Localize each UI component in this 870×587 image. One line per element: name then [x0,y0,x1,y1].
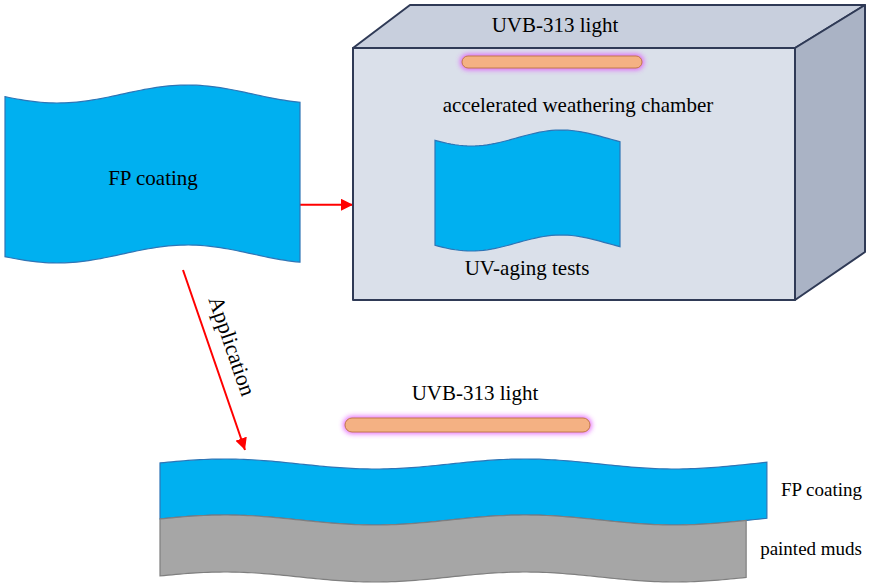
node-label: painted muds [760,538,862,560]
layer-band: FP coating [160,450,866,525]
node-outline [160,450,866,525]
top-face [353,5,865,48]
arrow-connector [300,204,353,206]
lamp-tube [345,418,590,432]
side-face [795,5,865,300]
front-face [353,48,795,300]
node-label: FP coating [108,166,198,190]
lamp-label: UVB-313 light [412,381,539,405]
wave-outline [435,130,620,251]
node-label: accelerated weathering chamber [443,93,714,117]
wave-outline [5,85,300,263]
coating-sample: UV-aging tests [435,128,620,288]
chamber-box: UVB-313 light accelerated weathering cham… [350,2,868,302]
node-label: FP coating [781,479,862,501]
lamp-tube [462,56,642,68]
node-label: UV-aging tests [465,256,590,280]
coating-sample: FP coating [5,82,300,268]
lamp-glow [343,416,592,434]
wave-outline [160,459,767,525]
edge-label: Application [203,293,261,399]
wave-outline [160,515,746,582]
node-label: UVB-313 light [492,13,619,37]
uv-lamp [343,416,592,434]
node-outline [160,515,866,585]
layer-band: painted muds [160,515,866,585]
lamp-glow [460,54,644,70]
